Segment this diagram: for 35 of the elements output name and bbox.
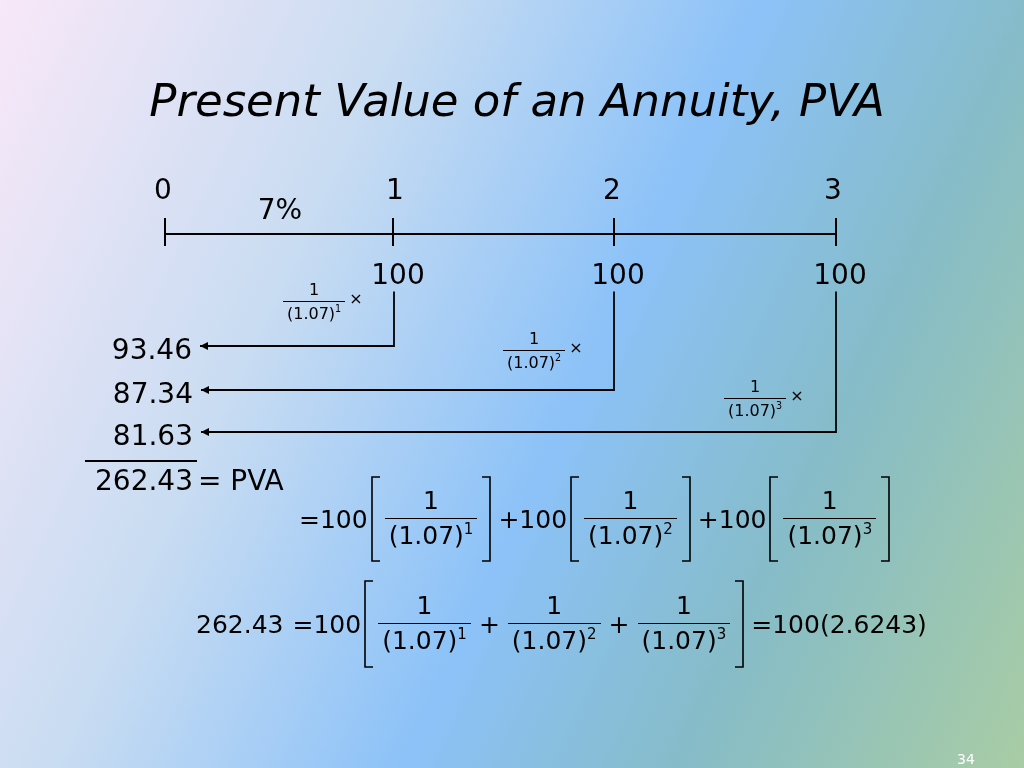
cash-flow-amount: 100 (591, 259, 645, 291)
total-value: 262.43 (196, 609, 284, 639)
fraction-label: 1 (1.07)$^{3}$ × (724, 378, 804, 421)
equation-term: =100 (292, 609, 362, 639)
equation-term: =100 (299, 504, 368, 534)
fraction-label: 1 (1.07)$^{2}$ × (503, 330, 583, 373)
fraction-label: 1 (1.07)$^{1}$ × (283, 281, 363, 324)
fraction: 1 (1.07)$^{2}$ (507, 592, 601, 656)
period-label: 3 (824, 174, 842, 206)
fraction: 1 (1.07)$^{2}$ (584, 487, 677, 551)
plus-sign: + (608, 609, 630, 639)
plus-sign: + (478, 609, 500, 639)
cash-flow-amount: 100 (371, 259, 425, 291)
equation-text: = PVA (198, 465, 284, 497)
fraction: 1 (1.07)$^{1}$ (384, 487, 478, 551)
present-value-amount: 87.34 (112, 378, 201, 410)
interest-rate-label: 7% (257, 194, 303, 226)
fraction: 1 (1.07)$^{1}$ (378, 592, 471, 656)
period-label: 1 (386, 174, 404, 206)
fraction: 1 (1.07)$^{3}$ (637, 592, 731, 656)
total-value: 262.43 (95, 465, 193, 497)
arrow (200, 290, 615, 394)
fraction: 1 (1.07)$^{3}$ (783, 487, 877, 551)
present-value-amount: 81.63 (112, 420, 201, 452)
equation-result: =100(2.6243) (751, 609, 927, 639)
arrow (199, 290, 395, 350)
cash-flow-amount: 100 (813, 259, 867, 291)
title: Present Value of an Annuity, PVA (149, 76, 885, 126)
equation-term: +100 (697, 504, 767, 534)
equation-term: +100 (498, 504, 568, 534)
arrow (200, 290, 837, 436)
page-number: 34 (957, 752, 975, 768)
present-value-amount: 93.46 (111, 334, 200, 366)
period-label: 2 (603, 174, 621, 206)
period-label: 0 (154, 174, 172, 206)
